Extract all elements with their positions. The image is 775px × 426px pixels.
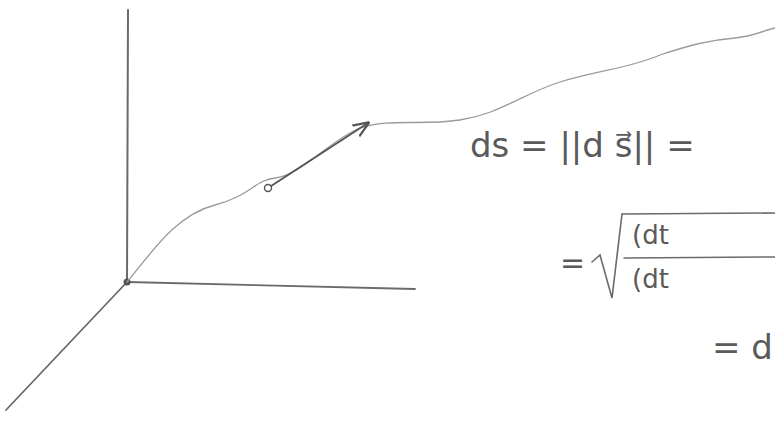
root-sign	[592, 213, 775, 298]
tangent-vector	[268, 123, 368, 188]
formula-line: ds = ||d s⃗|| =	[470, 128, 695, 162]
fraction-numerator: (dt	[632, 222, 669, 248]
fraction-denominator: (dt	[632, 266, 669, 292]
z-axis	[127, 10, 128, 282]
point-marker	[265, 185, 272, 192]
x-axis	[127, 282, 415, 289]
space-curve	[127, 28, 775, 282]
y-axis	[6, 282, 127, 410]
fraction-bar	[624, 257, 775, 258]
equals-sign: =	[560, 248, 585, 278]
formula-line: = d	[712, 330, 773, 364]
